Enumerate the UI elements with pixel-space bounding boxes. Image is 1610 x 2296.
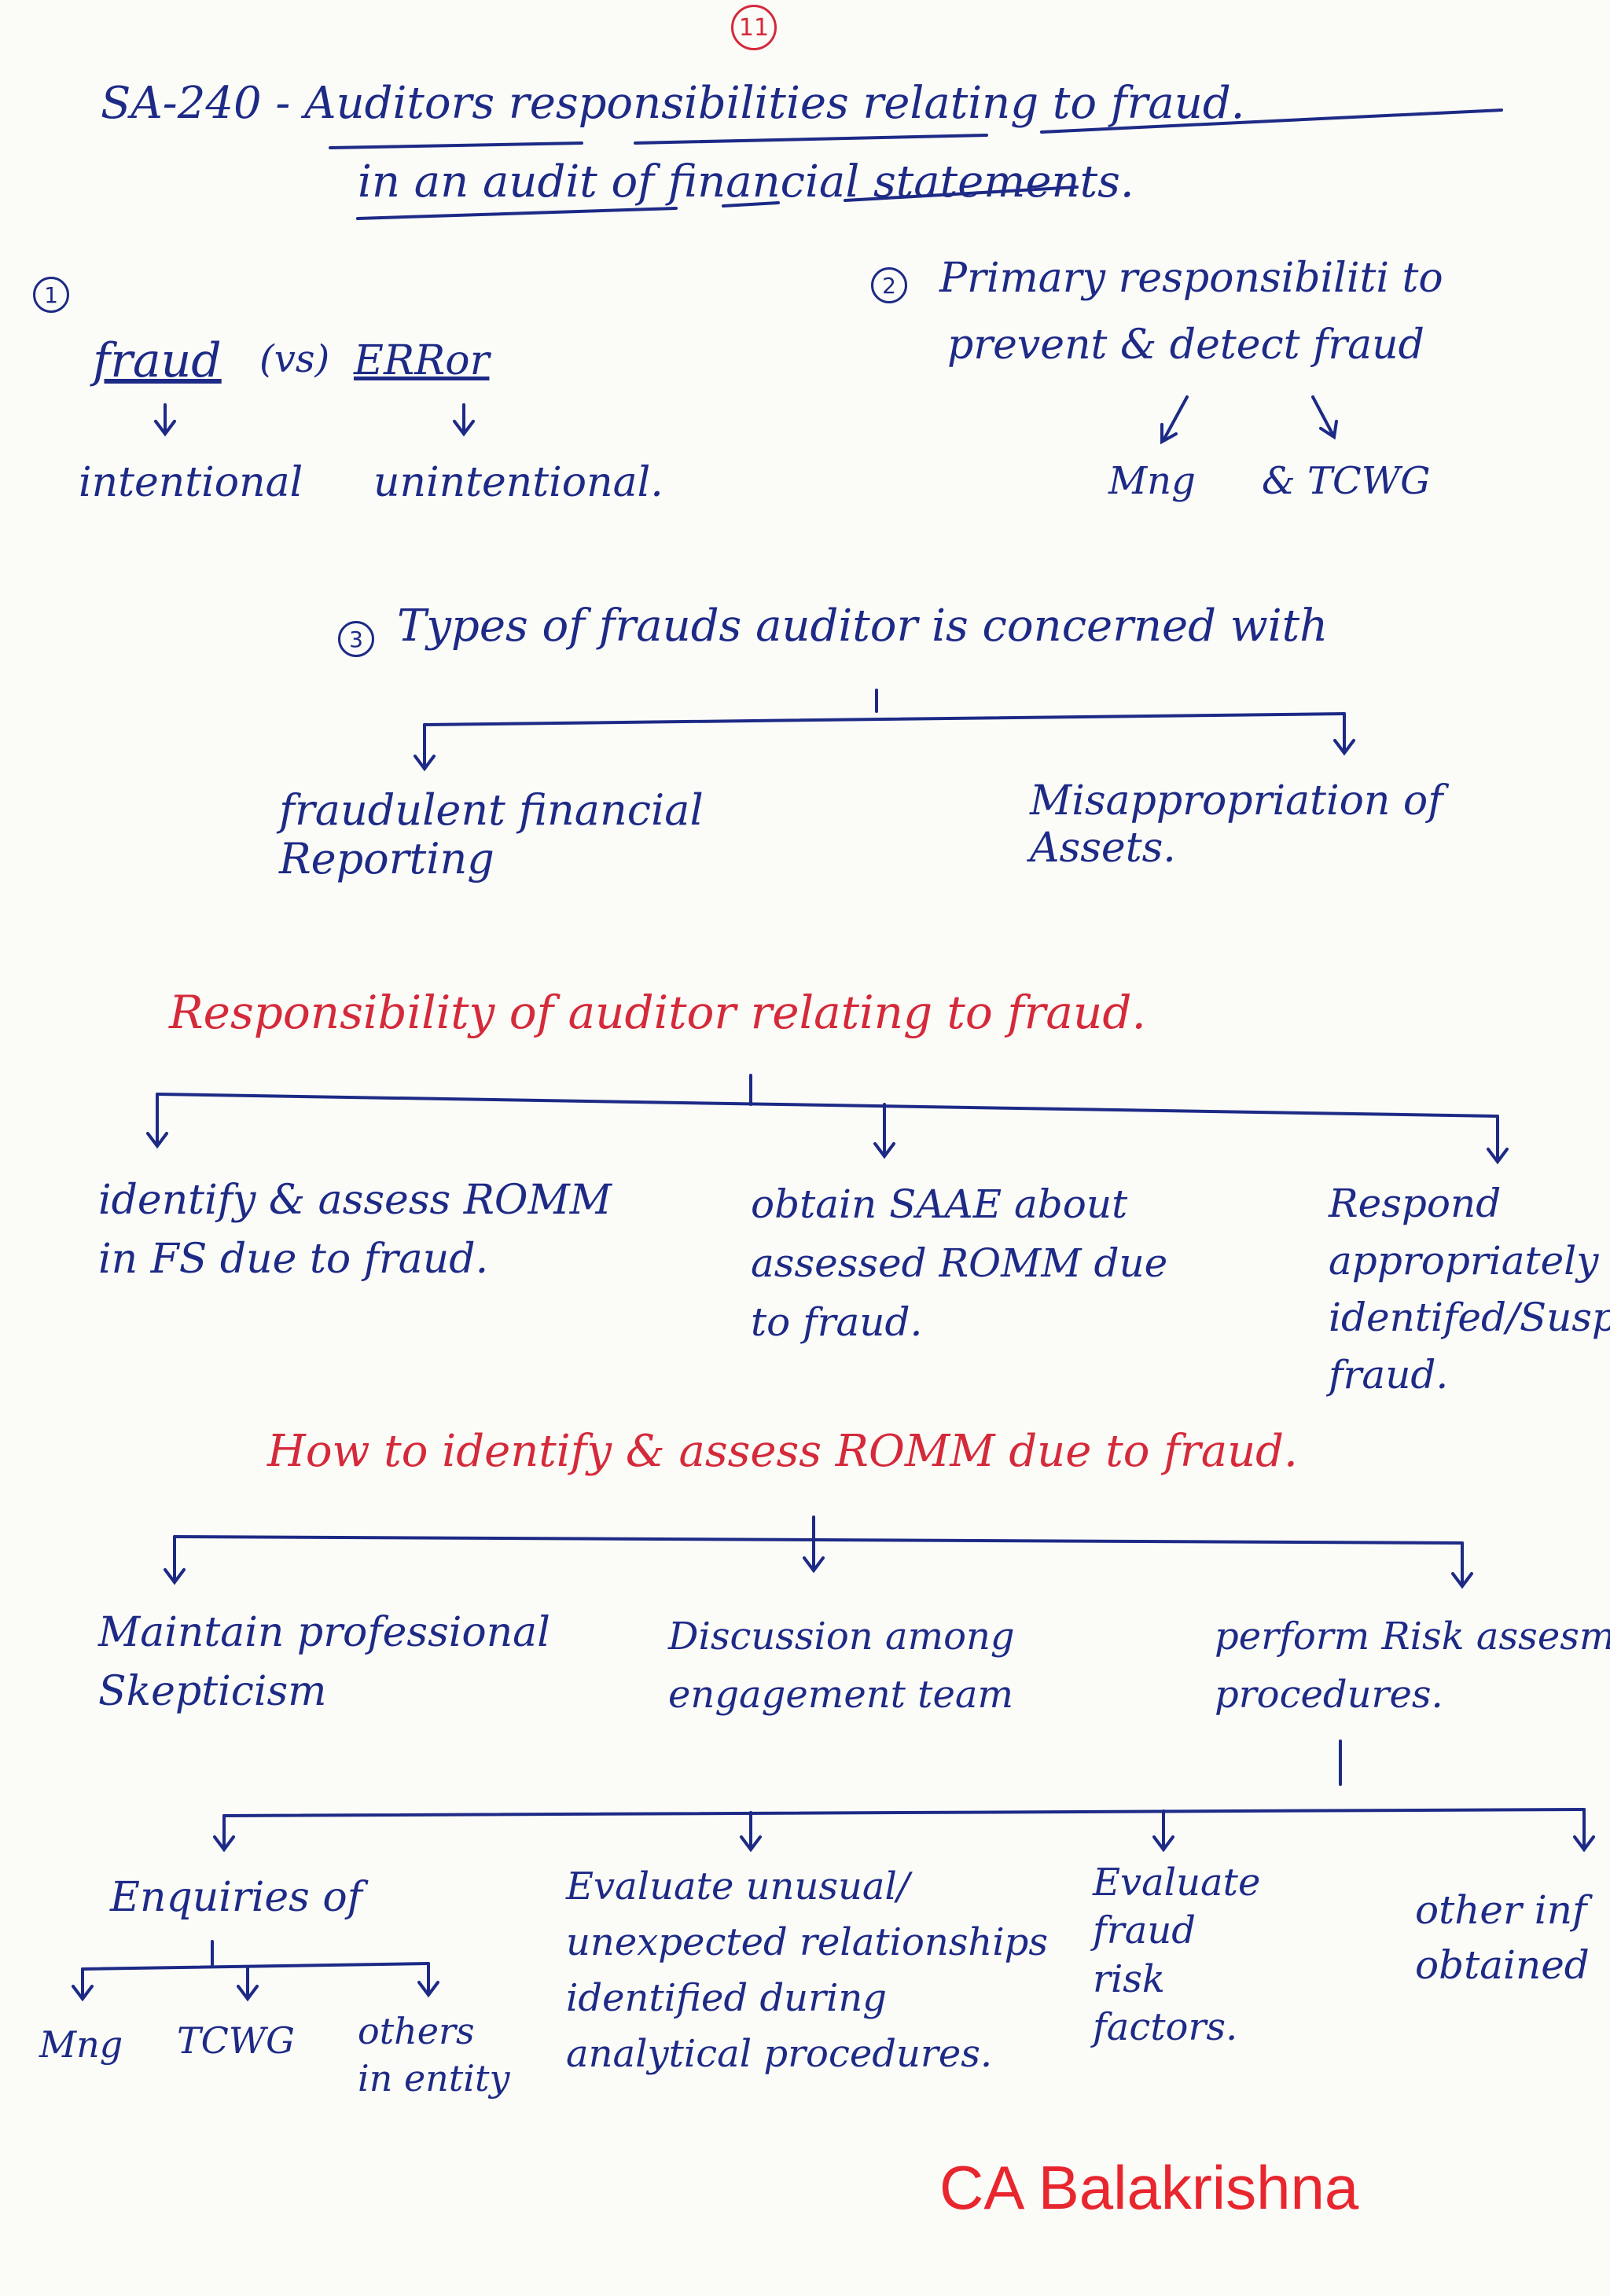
section-2-number: 2 <box>871 267 907 303</box>
responsibility-heading: Responsibility of auditor relating to fr… <box>169 986 1146 1039</box>
responsibility-identify-assess: identify & assess ROMM in FS due to frau… <box>98 1177 612 1284</box>
error-label: ERRor <box>354 337 490 384</box>
title-line-2: in an audit of financial statements. <box>358 156 1134 208</box>
enquiries-tcwg: TCWG <box>177 2019 295 2062</box>
section-1-number: 1 <box>33 277 69 313</box>
how-to-identify-heading: How to identify & assess ROMM due to fra… <box>267 1426 1298 1477</box>
discussion-among-engagement-team: Discussion among engagement team <box>668 1615 1015 1717</box>
fraud-label: fraud <box>93 333 222 388</box>
responsibility-respond: Respond appropriately t identifed/Suspe … <box>1329 1181 1610 1398</box>
primary-responsibility-line-1: Primary responsibiliti to <box>939 255 1443 302</box>
misappropriation-of-assets: Misappropriation of Assets. <box>1030 777 1443 872</box>
fraudulent-financial-reporting: fraudulent financial Reporting <box>279 785 704 884</box>
perform-risk-assessment-procedures: perform Risk assesm procedures. <box>1215 1615 1610 1717</box>
types-of-frauds-heading: Types of frauds auditor is concerned wit… <box>397 601 1329 652</box>
section-3-number: 3 <box>338 621 374 657</box>
enquiries-of-label: Enquiries of <box>110 1874 362 1921</box>
maintain-professional-skepticism: Maintain professional Skepticism <box>98 1609 550 1716</box>
unintentional-label: unintentional. <box>373 459 663 506</box>
enquiries-mng: Mng <box>39 2023 123 2066</box>
intentional-label: intentional <box>79 459 303 506</box>
tcwg-label: & TCWG <box>1262 459 1431 503</box>
vs-label: (vs) <box>259 337 330 381</box>
evaluate-fraud-risk-factors: Evaluate fraud risk factors. <box>1093 1861 1261 2050</box>
primary-responsibility-line-2: prevent & detect fraud <box>947 321 1424 369</box>
enquiries-others-in-entity: others in entity <box>358 2010 510 2099</box>
page-number-badge: 11 <box>731 5 777 50</box>
other-information-obtained: other inf obtained <box>1415 1887 1590 1988</box>
author-signature: CA Balakrishna <box>939 2153 1359 2222</box>
evaluate-unusual-relationships: Evaluate unusual/ unexpected relationshi… <box>566 1864 1049 2077</box>
responsibility-obtain-saae: obtain SAAE about assessed ROMM due to f… <box>751 1181 1168 1345</box>
mng-label: Mng <box>1108 459 1196 503</box>
title-line-1: SA-240 - Auditors responsibilities relat… <box>101 78 1245 129</box>
